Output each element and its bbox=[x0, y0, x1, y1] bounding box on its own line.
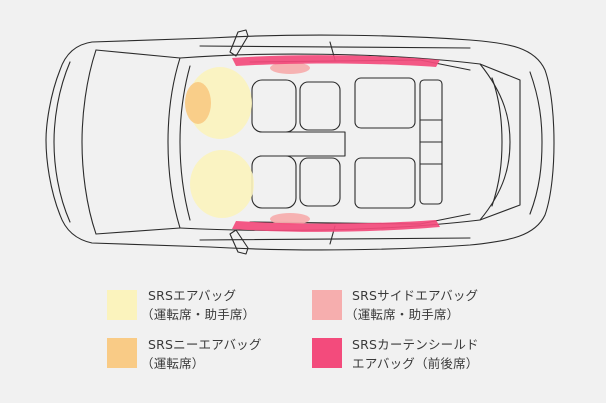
legend-label-front-line1: SRSエアバッグ bbox=[148, 288, 237, 303]
legend-label-curtain-line1: SRSカーテンシールド bbox=[352, 337, 479, 352]
hood-outline bbox=[81, 49, 97, 235]
knee-airbag-swatch bbox=[107, 338, 137, 368]
side-airbag-top bbox=[270, 62, 310, 74]
windshield-inner-line bbox=[179, 65, 191, 221]
curtain-airbag-swatch bbox=[312, 338, 342, 368]
rear-window-line bbox=[479, 63, 511, 221]
curtain-airbag-top bbox=[232, 55, 440, 67]
rear-seat-right bbox=[354, 157, 416, 209]
a-pillar-top bbox=[95, 49, 181, 59]
tail-line bbox=[529, 71, 543, 215]
rear-seat-left bbox=[354, 77, 416, 129]
side-airbag-bottom bbox=[270, 213, 310, 225]
passenger-seat-back bbox=[299, 157, 341, 207]
passenger-airbag bbox=[190, 150, 254, 218]
rear-window-inner bbox=[491, 77, 503, 207]
knee-airbag bbox=[185, 82, 211, 124]
front-airbag-swatch bbox=[107, 290, 137, 320]
legend-label-knee-line2: （運転席） bbox=[141, 356, 205, 371]
curtain-airbag-bottom bbox=[232, 220, 440, 232]
windshield-line bbox=[167, 57, 181, 229]
mirror-bottom bbox=[229, 229, 249, 255]
airbag-overlays bbox=[185, 55, 440, 232]
passenger-seat bbox=[251, 155, 297, 209]
rear-seat-split bbox=[419, 119, 443, 165]
car-top-view-diagram bbox=[45, 29, 555, 255]
a-pillar-bottom bbox=[95, 227, 181, 235]
center-console bbox=[259, 131, 346, 157]
legend-label-side-line2: （運転席・助手席） bbox=[345, 307, 460, 322]
door-line-bottom bbox=[199, 237, 471, 241]
driver-seat-back bbox=[299, 81, 341, 131]
side-airbag-swatch bbox=[312, 290, 342, 320]
door-line-top bbox=[199, 45, 471, 49]
legend-label-knee-line1: SRSニーエアバッグ bbox=[148, 337, 262, 352]
car-body-outline bbox=[45, 34, 555, 251]
legend-label-front-line2: （運転席・助手席） bbox=[141, 307, 256, 322]
driver-seat bbox=[251, 79, 297, 133]
front-bumper-line bbox=[53, 61, 71, 223]
legend-label-side-line1: SRSサイドエアバッグ bbox=[352, 288, 479, 303]
legend-label-curtain-line2: エアバッグ（前後席） bbox=[352, 356, 479, 371]
mirror-top bbox=[229, 29, 249, 57]
